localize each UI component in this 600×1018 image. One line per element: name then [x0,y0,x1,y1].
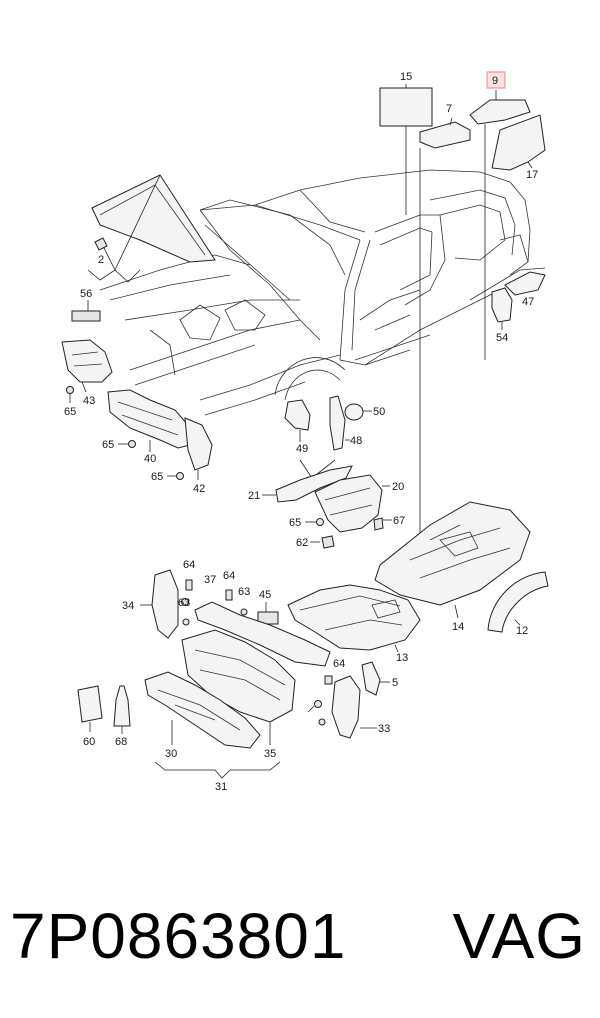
screw-64-c [324,675,333,685]
callout-63a: 63 [178,597,190,609]
part-60-pad [77,685,103,723]
callout-63b: 63 [238,586,250,598]
callout-31: 31 [215,781,227,793]
callout-35: 35 [264,748,276,760]
part-40-bulkhead [107,389,191,449]
part-49-pad [284,399,311,431]
callout-45: 45 [259,589,271,601]
brand: VAG [452,900,586,972]
callout-20: 20 [392,481,404,493]
callout-2: 2 [98,254,104,266]
footer: 7P0863801 VAG [0,888,600,998]
callout-15: 15 [400,71,412,83]
part-12-arch-liner [487,571,549,633]
part-30-firewall [144,671,261,749]
clip-65-b [128,440,136,448]
part-13-floor-insulation [287,584,421,651]
parts-diagram: 2 15 7 9 17 47 54 56 65 43 40 65 42 65 [61,71,549,793]
part-33-panel [331,675,361,739]
callout-60: 60 [83,736,95,748]
part-34-bracket [151,569,179,639]
part-42-panel [184,417,213,471]
callout-49: 49 [296,443,308,455]
callout-47: 47 [522,296,534,308]
callout-17: 17 [526,169,538,181]
callout-64b: 64 [223,570,235,582]
callout-50: 50 [373,406,385,418]
car-body-wireframe [99,169,546,416]
callout-65c: 65 [151,471,163,483]
callout-65d: 65 [289,517,301,529]
screw-67 [373,517,384,531]
plenum-insulation [194,601,331,667]
part-56-block [71,310,101,322]
hood-insulation-panel [91,174,216,271]
callout-37: 37 [204,574,216,586]
clip-65-c [176,472,184,480]
callout-40: 40 [144,453,156,465]
part-54-pad [491,287,513,323]
part-5-strip [361,661,381,696]
clip-65-a [66,386,74,394]
clip-2 [94,237,108,251]
clip-small [182,618,190,626]
clip-63-b [240,608,248,616]
part-43-absorber [61,339,113,383]
clip-extra [318,718,326,726]
part-number: 7P0863801 [10,900,347,972]
screw-64-b [225,589,233,601]
clip-63-a [181,598,189,606]
callout-13: 13 [396,652,408,664]
part-48-strip [329,395,346,451]
callout-9: 9 [492,75,498,87]
callout-5: 5 [392,677,398,689]
clip-62 [321,535,335,549]
part-15-pad [379,87,433,127]
clip-65-d [316,518,324,526]
callout-48: 48 [350,435,362,447]
callout-7: 7 [446,103,452,115]
highlight-box-9 [486,71,506,89]
part-17-trim [491,114,546,171]
part-47-pad [504,271,546,296]
callout-33: 33 [378,723,390,735]
callout-42: 42 [193,483,205,495]
callout-67: 67 [393,515,405,527]
part-9-trim [469,99,531,125]
callout-30: 30 [165,748,177,760]
part-7-pad [419,121,471,149]
callout-12: 12 [516,625,528,637]
callout-62: 62 [296,537,308,549]
part-21-strip [275,465,353,503]
clip-63-c [314,700,322,708]
callout-64c: 64 [333,658,345,670]
part-50-plug [344,403,364,421]
callout-14: 14 [452,621,464,633]
screw-64-a [185,579,193,591]
callout-65a: 65 [64,406,76,418]
callout-56: 56 [80,288,92,300]
part-68-bottle [113,685,131,727]
callout-54: 54 [496,332,508,344]
callout-21: 21 [248,490,260,502]
callout-65b: 65 [102,439,114,451]
callout-43: 43 [83,395,95,407]
callout-34: 34 [122,600,134,612]
callout-64a: 64 [183,559,195,571]
callout-68: 68 [115,736,127,748]
